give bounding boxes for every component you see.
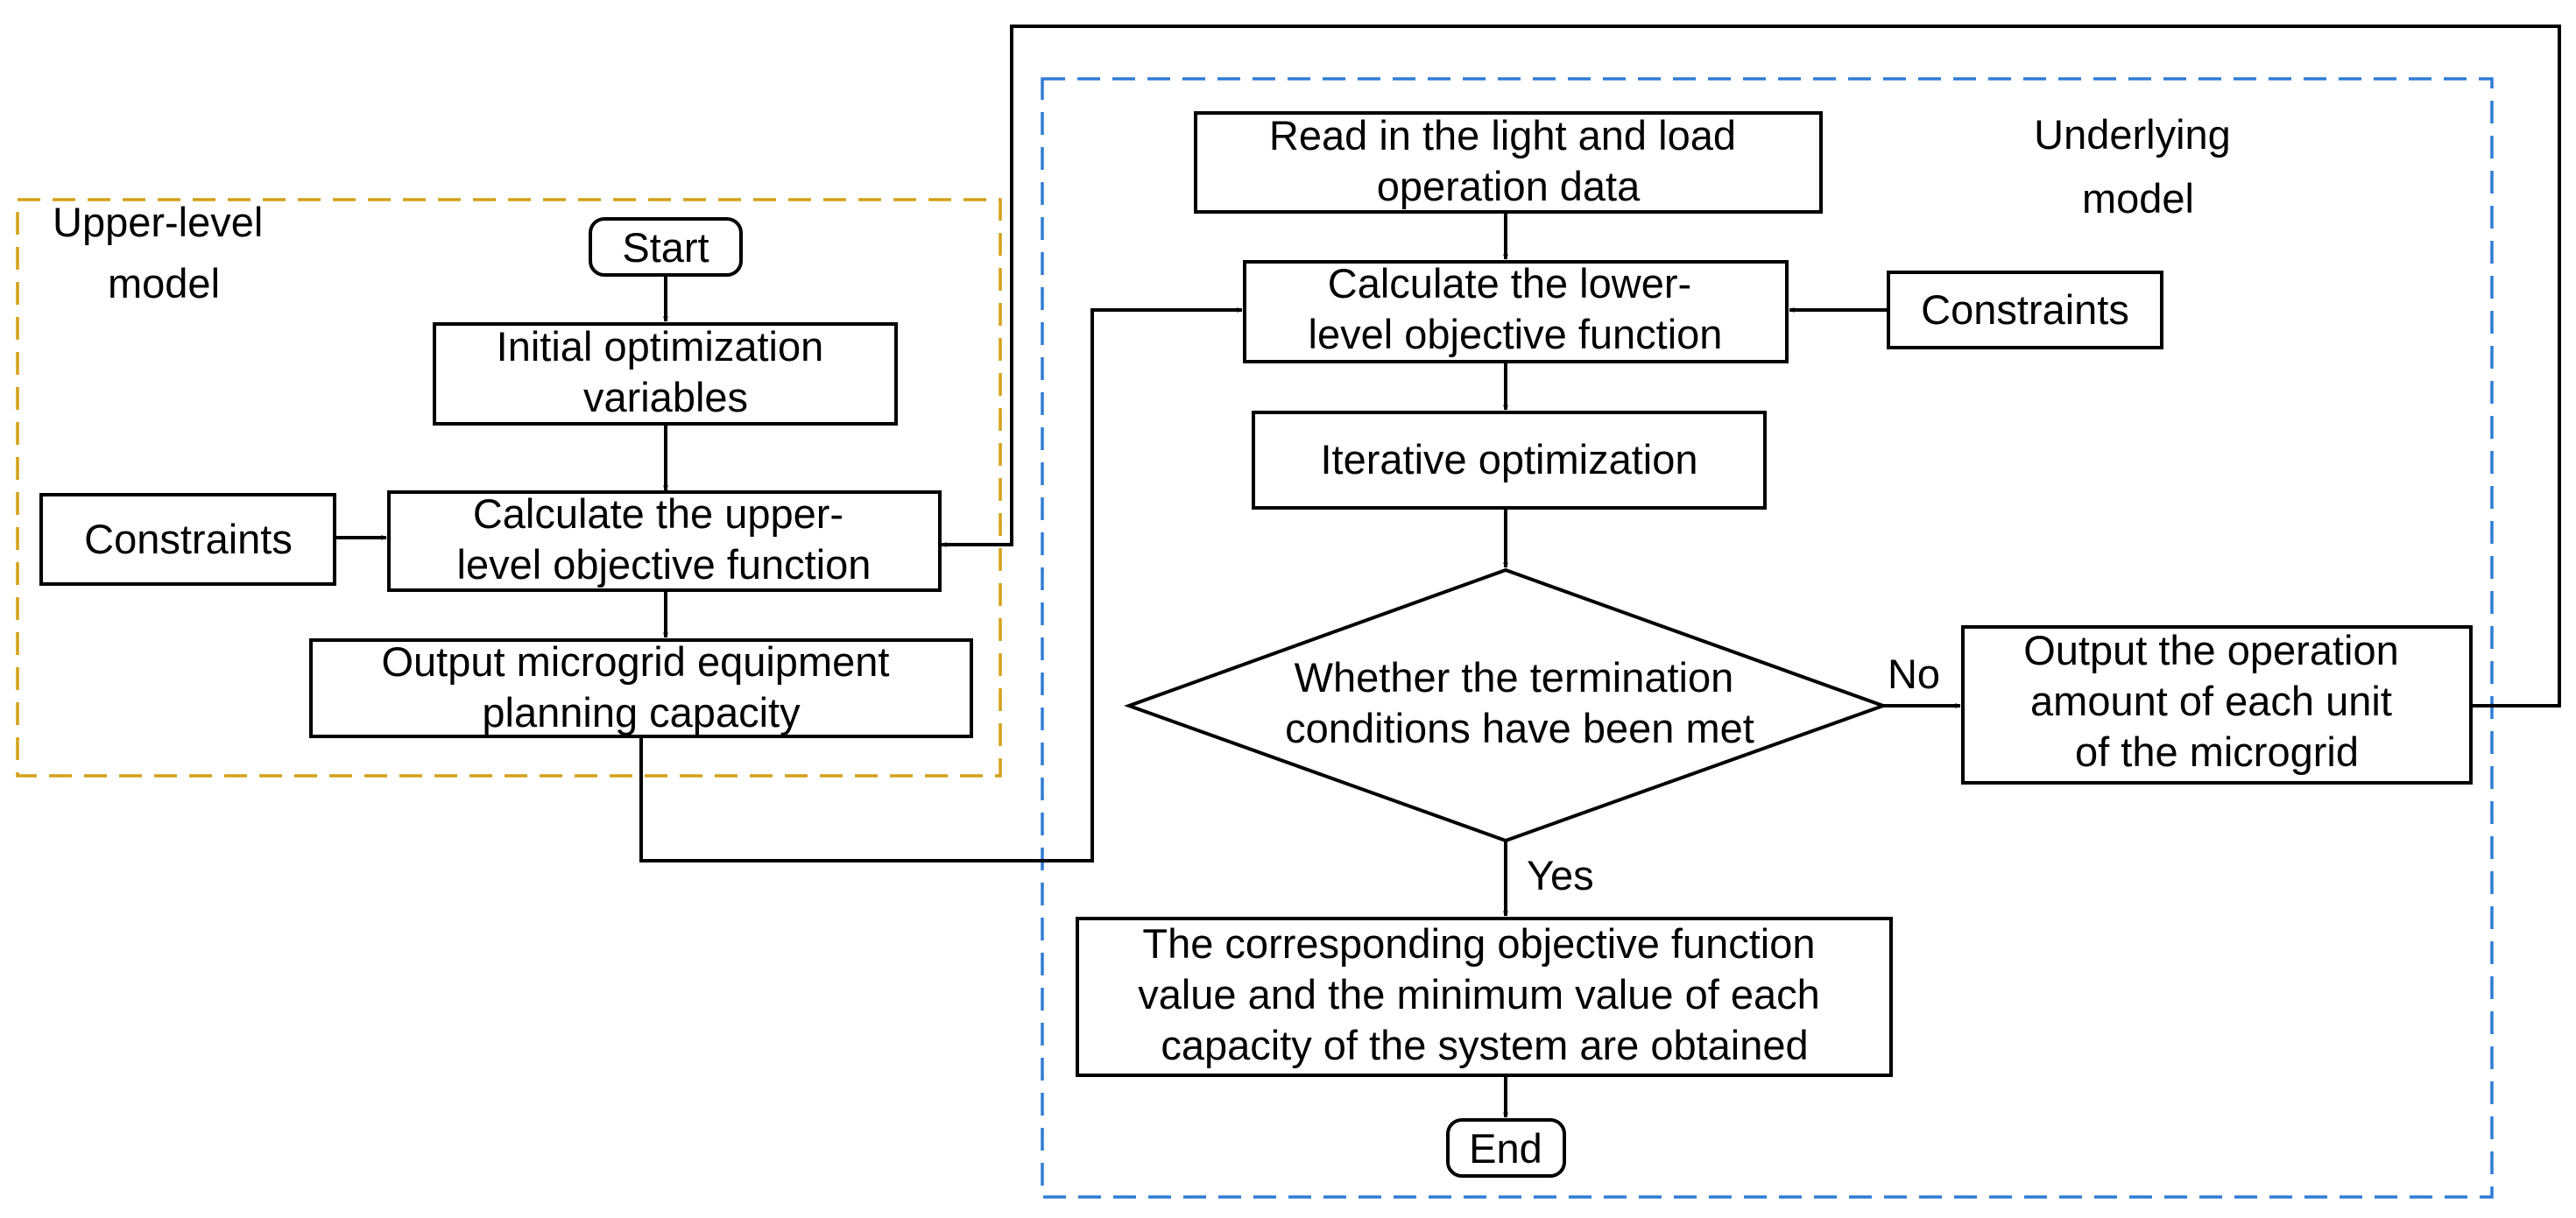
output-planning-capacity-box: Output microgrid equipment planning capa… — [309, 638, 973, 738]
underlying-model-region — [1041, 77, 2494, 1199]
initial-optimization-variables-box: Initial optimization variables — [433, 322, 898, 426]
end-label: End — [1469, 1125, 1542, 1172]
calculate-upper-level-objective-box: Calculate the upper- level objective fun… — [387, 490, 942, 592]
result-box: The corresponding objective function val… — [1076, 917, 1893, 1077]
start-node: Start — [589, 217, 743, 277]
termination-decision-label: Whether the termination conditions have … — [1285, 654, 1754, 751]
no-edge-label: No — [1888, 651, 1940, 697]
lower-constraints-label: Constraints — [1921, 286, 2129, 333]
upper-constraints-label: Constraints — [84, 516, 293, 562]
output-operation-amount-label: Output the operation amount of each unit… — [2023, 627, 2410, 775]
result-label: The corresponding objective function val… — [1138, 920, 1831, 1068]
start-label: Start — [622, 224, 709, 271]
read-operation-data-label: Read in the light and load operation dat… — [1269, 112, 1747, 209]
calculate-lower-level-objective-label: Calculate the lower- level objective fun… — [1309, 260, 1723, 357]
calculate-upper-level-objective-label: Calculate the upper- level objective fun… — [457, 490, 872, 588]
upper-level-model-label: Upper-level model — [53, 199, 274, 306]
underlying-model-label: Underlying model — [2034, 111, 2242, 222]
connectors — [335, 25, 2561, 1118]
end-node: End — [1446, 1118, 1566, 1178]
iterative-optimization-label: Iterative optimization — [1320, 436, 1697, 482]
output-planning-capacity-label: Output microgrid equipment planning capa… — [381, 638, 900, 736]
calculate-lower-level-objective-box: Calculate the lower- level objective fun… — [1243, 260, 1789, 363]
iterative-optimization-box: Iterative optimization — [1252, 411, 1767, 510]
read-operation-data-box: Read in the light and load operation dat… — [1194, 111, 1823, 214]
yes-edge-label: Yes — [1527, 852, 1594, 898]
lower-constraints-box: Constraints — [1887, 271, 2163, 349]
upper-constraints-box: Constraints — [39, 493, 336, 586]
initial-optimization-variables-label: Initial optimization variables — [497, 323, 836, 420]
termination-decision-diamond: Whether the termination conditions have … — [1124, 567, 1888, 843]
output-operation-amount-box: Output the operation amount of each unit… — [1961, 625, 2473, 785]
upper-level-model-region — [16, 198, 1002, 778]
